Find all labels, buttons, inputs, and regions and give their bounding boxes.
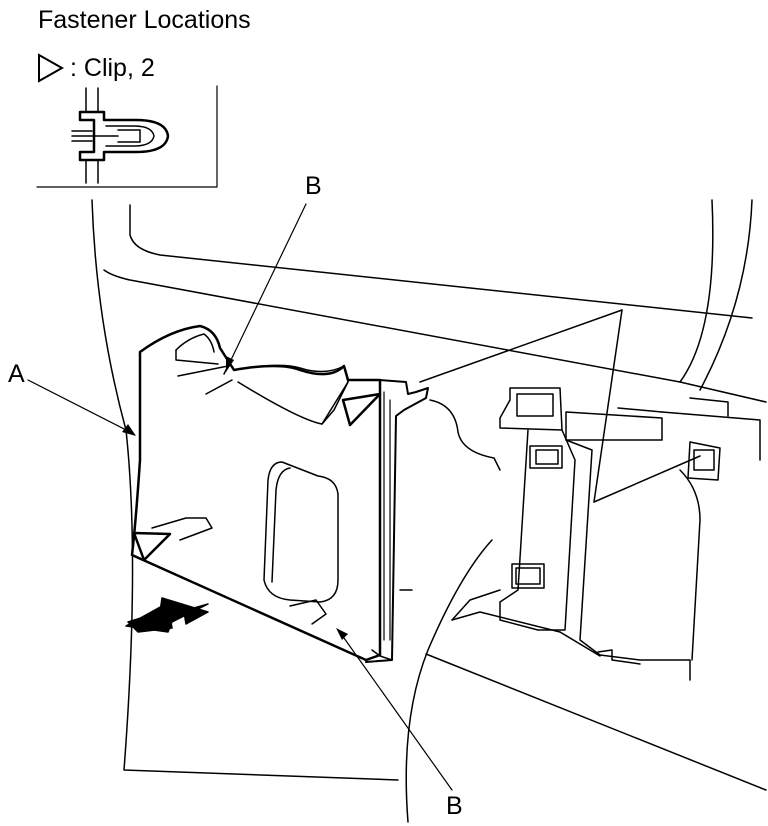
callout-a: A [8, 360, 25, 388]
panel-a [132, 326, 428, 662]
direction-arrow-icon [126, 598, 208, 632]
leader-lines [420, 310, 700, 502]
legend-label: : Clip, 2 [70, 54, 155, 82]
body-outline [92, 200, 766, 822]
clip-triangle-icon-1 [343, 394, 380, 425]
clip-cross-section-icon [72, 88, 168, 183]
bracket-structure [452, 388, 760, 680]
callout-b-top: B [305, 172, 322, 200]
clip-detail-inset [37, 86, 217, 187]
clip-triangle-icon [38, 53, 64, 83]
callout-leaders [28, 204, 452, 790]
clip-triangle-icon-2 [134, 533, 170, 560]
diagram-title: Fastener Locations [38, 6, 251, 34]
legend: : Clip, 2 [36, 52, 155, 84]
callout-b-bottom: B [446, 792, 463, 820]
